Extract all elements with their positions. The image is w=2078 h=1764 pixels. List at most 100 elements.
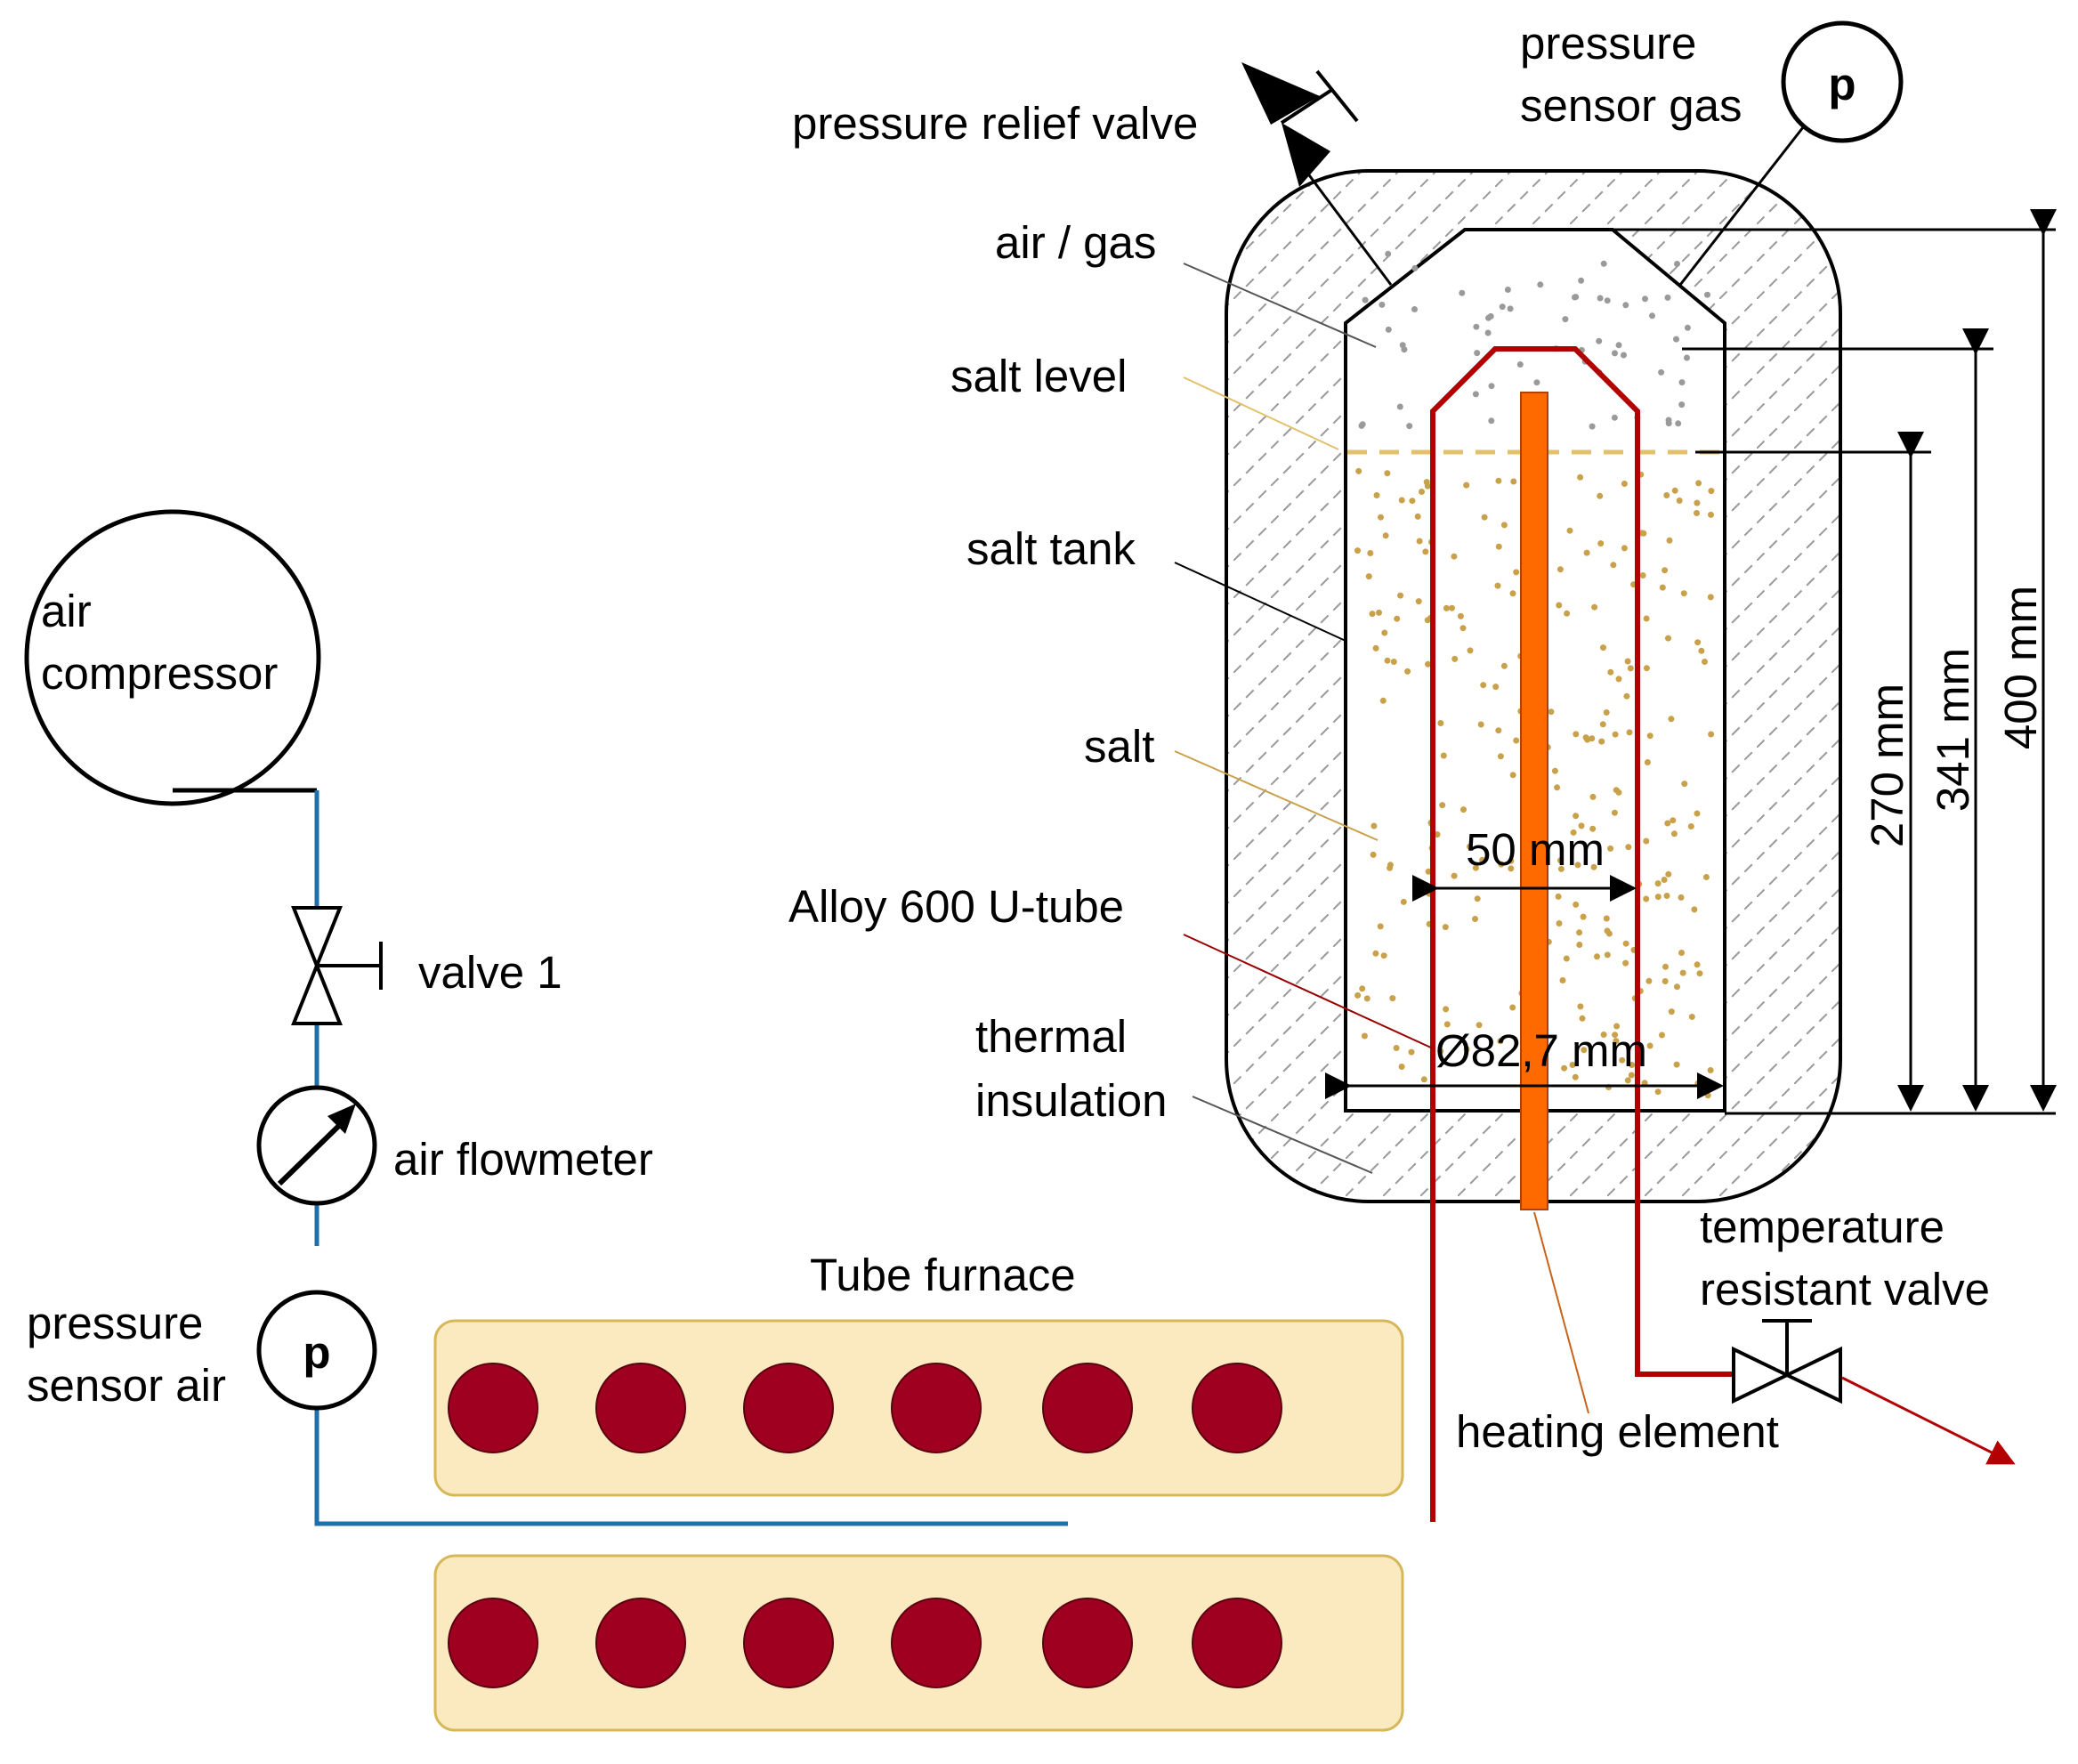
salt-dot — [1696, 970, 1703, 977]
salt-dot — [1639, 572, 1646, 579]
salt-dot — [1382, 532, 1389, 539]
salt-dot — [1573, 731, 1580, 738]
salt-dot — [1451, 655, 1459, 662]
salt-dot — [1437, 1048, 1444, 1055]
salt-dot — [1665, 870, 1672, 878]
dim-salt-height: 270 mm — [1862, 684, 1912, 847]
label-salt: salt — [1084, 721, 1154, 772]
salt-dot — [1607, 668, 1614, 676]
salt-dot — [1662, 978, 1669, 984]
gas-dot — [1507, 305, 1514, 312]
leader-lines — [1174, 263, 1589, 1414]
label-thermal-insulation-1: thermal — [975, 1011, 1127, 1062]
label-air-compressor-1: air — [41, 586, 92, 636]
salt-dot — [1416, 538, 1423, 545]
salt-dot — [1661, 877, 1668, 883]
salt-dot — [1578, 822, 1585, 829]
salt-dot — [1492, 684, 1500, 691]
salt-dot — [1619, 1056, 1626, 1064]
gas-dot — [1573, 294, 1580, 301]
pressure-relief-valve-icon — [1241, 62, 1359, 187]
salt-dot — [1561, 1064, 1568, 1072]
gas-dot — [1488, 417, 1495, 425]
salt-dot — [1622, 959, 1629, 967]
salt-dot — [1581, 1047, 1588, 1054]
salt-dot — [1508, 857, 1515, 864]
salt-dot — [1440, 752, 1447, 759]
gas-dot — [1622, 302, 1629, 309]
label-air-compressor-2: compressor — [41, 648, 278, 699]
salt-dot — [1480, 682, 1487, 689]
label-valve-1: valve 1 — [418, 947, 562, 998]
gas-dot — [1597, 295, 1604, 302]
salt-dot — [1398, 497, 1405, 504]
salt-dot — [1404, 668, 1411, 675]
gas-dot — [1673, 336, 1679, 343]
salt-dot — [1556, 566, 1564, 573]
gas-dot — [1664, 294, 1671, 301]
salt-dot — [1598, 738, 1605, 745]
label-tube-furnace: Tube furnace — [810, 1250, 1076, 1300]
salt-dot — [1373, 492, 1380, 498]
pressure-symbol-air: p — [303, 1327, 330, 1378]
gas-dot — [1516, 361, 1524, 368]
salt-dot — [1379, 697, 1387, 704]
gas-dot — [1674, 261, 1680, 267]
salt-dot — [1694, 639, 1702, 646]
salt-dot — [1621, 481, 1628, 487]
label-pressure-sensor-gas-2: sensor gas — [1520, 80, 1742, 131]
salt-dot — [1613, 1023, 1621, 1030]
salt-dot — [1663, 492, 1670, 498]
salt-dot — [1580, 913, 1587, 920]
salt-dot — [1548, 708, 1555, 716]
gas-dot — [1485, 314, 1492, 321]
gas-dot — [1385, 250, 1392, 257]
salt-dot — [1397, 592, 1404, 599]
salt-dot — [1670, 830, 1678, 837]
gas-dot — [1604, 297, 1611, 304]
salt-dot — [1704, 1092, 1711, 1099]
salt-dot — [1624, 658, 1631, 665]
salt-dot — [1664, 820, 1671, 827]
label-temperature-valve-2: resistant valve — [1700, 1264, 1990, 1315]
salt-dot — [1698, 647, 1705, 654]
outlet-flow-arrow — [1841, 1376, 2016, 1465]
salt-dot — [1371, 822, 1378, 829]
salt-dot — [1498, 861, 1505, 868]
salt-dot — [1495, 543, 1502, 550]
gas-dot — [1484, 329, 1492, 336]
salt-dot — [1437, 720, 1444, 726]
furnace-heating-tube — [1042, 1363, 1133, 1453]
salt-dot — [1695, 480, 1702, 487]
salt-dot — [1577, 473, 1584, 481]
label-pressure-sensor-air-1: pressure — [27, 1298, 203, 1348]
salt-dot — [1359, 985, 1366, 992]
salt-dot — [1640, 530, 1647, 537]
salt-dot — [1645, 977, 1653, 984]
salt-dot — [1694, 499, 1701, 506]
label-alloy-u-tube: Alloy 600 U-tube — [788, 881, 1124, 932]
salt-dot — [1687, 823, 1694, 829]
salt-dot — [1556, 602, 1563, 609]
gas-dot — [1704, 291, 1710, 298]
furnace-heating-tube — [743, 1363, 834, 1453]
gas-dot — [1362, 296, 1369, 303]
salt-dot — [1622, 940, 1629, 947]
gas-dot — [1411, 306, 1418, 312]
label-salt-level: salt level — [950, 351, 1127, 401]
salt-dot — [1557, 865, 1565, 872]
label-heating-element: heating element — [1456, 1406, 1779, 1457]
salt-dot — [1694, 810, 1701, 817]
gas-dot — [1459, 289, 1466, 296]
gas-dot — [1589, 423, 1596, 430]
salt-dot — [1643, 615, 1650, 622]
salt-dot — [1573, 901, 1580, 908]
salt-dot — [1509, 590, 1516, 597]
salt-dot — [1376, 609, 1382, 616]
dim-tube-height: 341 mm — [1928, 648, 1978, 812]
salt-dot — [1424, 617, 1431, 624]
salt-dot — [1679, 969, 1686, 976]
salt-dot — [1554, 784, 1561, 791]
salt-dot — [1708, 488, 1715, 495]
